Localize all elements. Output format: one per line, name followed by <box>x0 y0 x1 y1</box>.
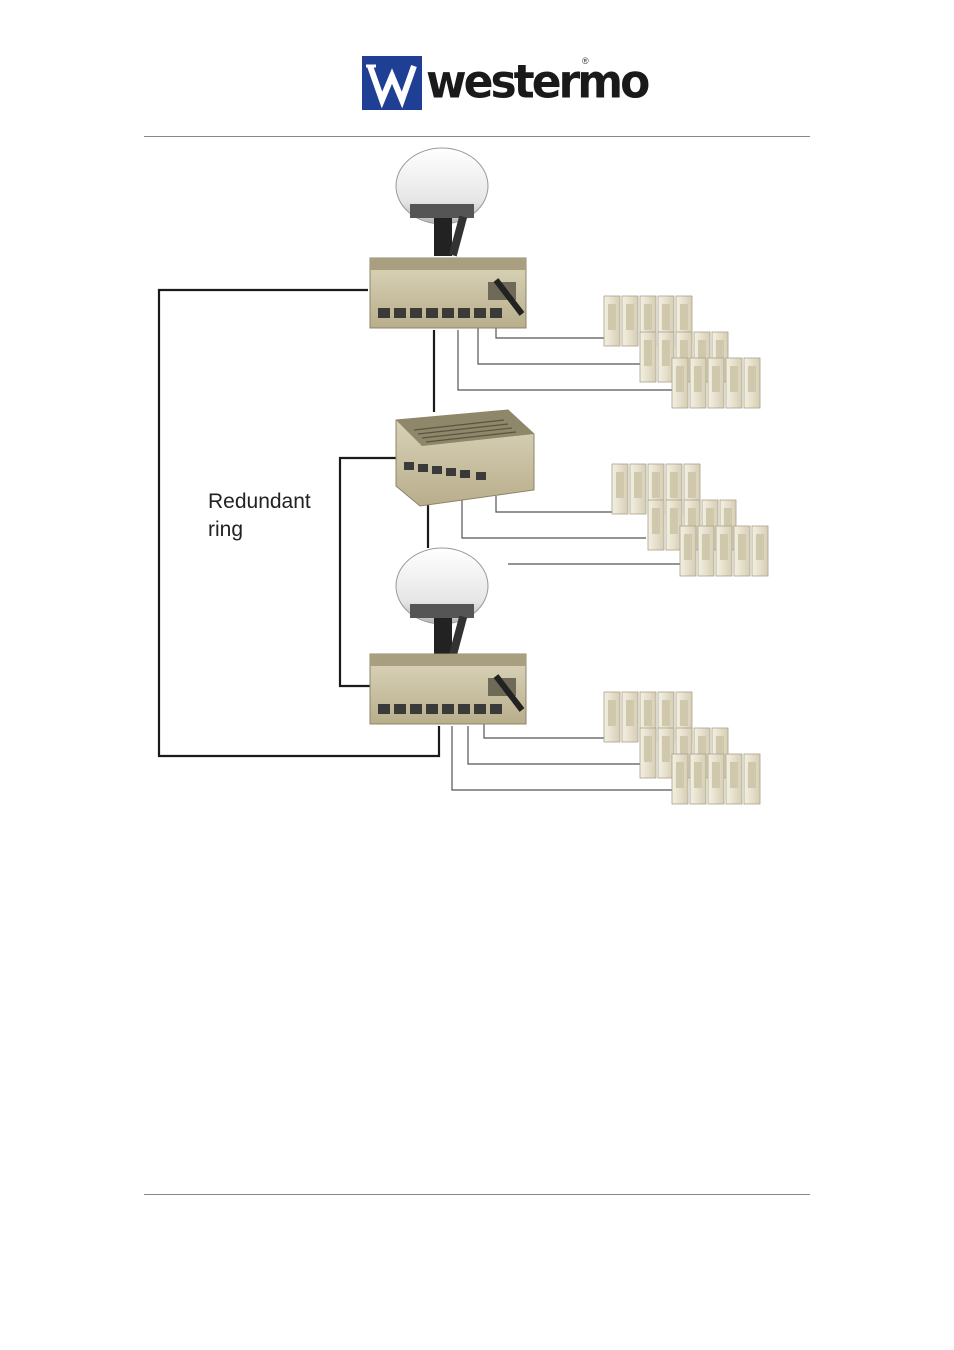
footer-rule <box>144 1194 810 1195</box>
antenna-bottom <box>396 548 488 656</box>
redundant-ring-label: Redundant ring <box>208 488 311 544</box>
ring-label-line2: ring <box>208 516 311 544</box>
device-groups <box>604 296 768 804</box>
ring-label-line1: Redundant <box>208 488 311 516</box>
antenna-top <box>396 148 488 256</box>
switch-middle <box>396 410 534 506</box>
switch-top <box>370 258 526 328</box>
devices-top <box>604 296 760 408</box>
devices-bottom <box>604 692 760 804</box>
ring-inner-line <box>340 458 396 686</box>
switch-bottom <box>370 654 526 724</box>
devices-middle <box>612 464 768 576</box>
